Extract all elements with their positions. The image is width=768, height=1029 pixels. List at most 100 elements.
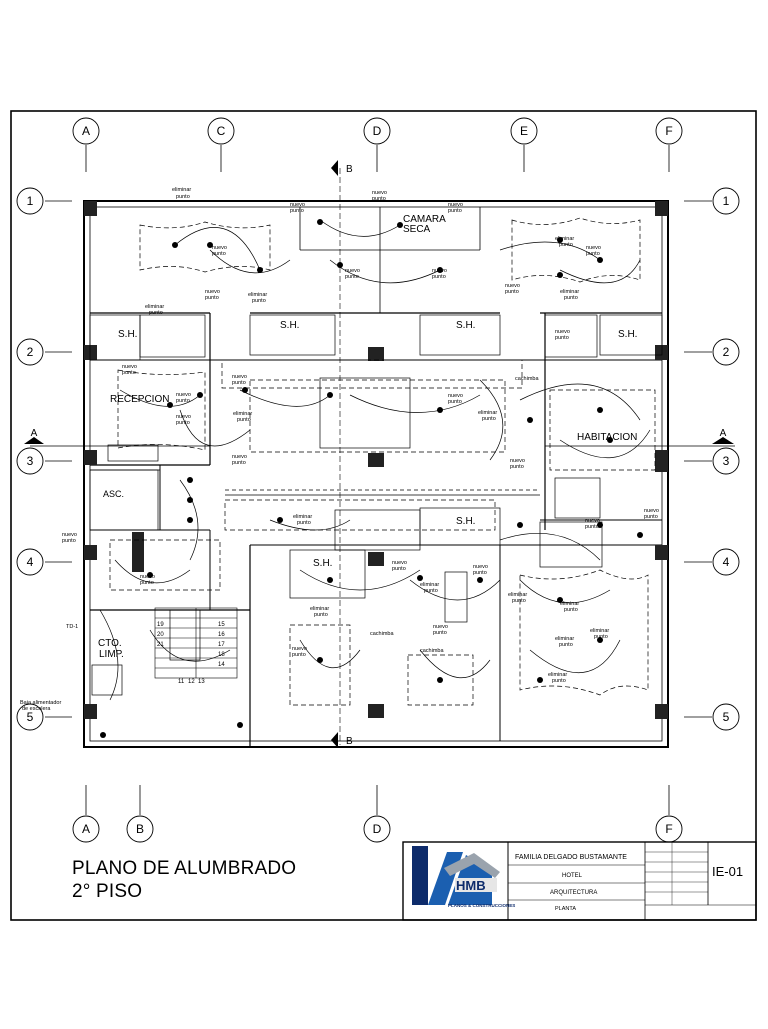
- svg-text:punto: punto: [585, 524, 599, 530]
- svg-text:eliminar: eliminar: [560, 601, 579, 607]
- stair-step-15: 15: [218, 622, 225, 628]
- grid-axes: [45, 145, 712, 815]
- stair-step-14: 14: [218, 662, 225, 668]
- annotation-cachimba-2: cachimba: [370, 631, 394, 637]
- svg-text:punto: punto: [473, 570, 487, 576]
- sheet-border: [10, 110, 757, 921]
- grid-label-left-1: 1: [27, 194, 34, 208]
- annotation-nuevo-punto: nuevo punto nuevo punto nuevo punto nuev…: [62, 190, 659, 658]
- grid-bubble-top-c: [207, 117, 235, 145]
- svg-text:punto: punto: [122, 370, 136, 376]
- section-cut-a: A A: [24, 428, 735, 447]
- annotation-baja-alimentador-line2: de escalera: [22, 706, 51, 712]
- stair-step-17: 17: [218, 642, 225, 648]
- annotation-td: TD-1: [66, 624, 78, 630]
- svg-text:nuevo: nuevo: [232, 374, 247, 380]
- grid-bubble-right-5: [712, 703, 740, 731]
- svg-text:eliminar: eliminar: [555, 636, 574, 642]
- svg-text:punto: punto: [552, 678, 566, 684]
- grid-label-top-d: D: [373, 124, 382, 138]
- svg-text:punto: punto: [232, 380, 246, 386]
- svg-text:nuevo: nuevo: [176, 392, 191, 398]
- stair-step-13: 13: [198, 679, 205, 685]
- svg-text:punto: punto: [297, 520, 311, 526]
- grid-label-right-1: 1: [723, 194, 730, 208]
- svg-text:punto: punto: [205, 295, 219, 301]
- grid-bubble-top-f: [655, 117, 683, 145]
- svg-text:eliminar: eliminar: [590, 628, 609, 634]
- svg-text:punto: punto: [176, 398, 190, 404]
- title-block-project: HOTEL: [562, 873, 583, 879]
- title-block-sheet-code: IE-01: [712, 864, 743, 879]
- svg-text:eliminar: eliminar: [248, 292, 267, 298]
- grid-label-top-e: E: [520, 124, 528, 138]
- room-label-asc: ASC.: [103, 489, 124, 499]
- grid-bubble-left-3: [16, 447, 44, 475]
- annotation-baja-alimentador-line1: Baja alimentador: [20, 700, 61, 706]
- svg-text:nuevo: nuevo: [644, 508, 659, 514]
- svg-text:punto: punto: [505, 289, 519, 295]
- svg-text:punto: punto: [564, 295, 578, 301]
- svg-text:punto: punto: [586, 251, 600, 257]
- room-label-sh-3: S.H.: [456, 320, 475, 331]
- svg-text:punto: punto: [345, 274, 359, 280]
- svg-text:punto: punto: [252, 298, 266, 304]
- grid-bubble-left-4: [16, 548, 44, 576]
- svg-text:nuevo: nuevo: [62, 532, 77, 538]
- svg-text:punto: punto: [448, 208, 462, 214]
- svg-text:punto: punto: [392, 566, 406, 572]
- svg-text:nuevo: nuevo: [510, 458, 525, 464]
- stair: [154, 607, 238, 679]
- svg-text:punto: punto: [559, 242, 573, 248]
- room-label-cto-limp-line1: CTO.: [98, 638, 122, 649]
- section-a-label-right: A: [720, 428, 727, 439]
- svg-text:nuevo: nuevo: [473, 564, 488, 570]
- svg-text:punto: punto: [140, 580, 154, 586]
- grid-bubble-right-3: [712, 447, 740, 475]
- section-b-label-bottom: B: [346, 736, 353, 747]
- svg-text:nuevo: nuevo: [555, 329, 570, 335]
- svg-text:nuevo: nuevo: [292, 646, 307, 652]
- svg-text:punto: punto: [176, 420, 190, 426]
- stair-step-12: 12: [188, 679, 195, 685]
- grid-bubble-left-5: [16, 703, 44, 731]
- svg-text:punto: punto: [232, 460, 246, 466]
- grid-label-right-2: 2: [723, 345, 730, 359]
- stair-step-21: 21: [157, 642, 164, 648]
- grid-label-top-a: A: [82, 124, 90, 138]
- grid-label-bottom-a: A: [82, 822, 90, 836]
- grid-label-bottom-d: D: [373, 822, 382, 836]
- svg-text:nuevo: nuevo: [586, 245, 601, 251]
- svg-text:nuevo: nuevo: [212, 245, 227, 251]
- section-b-label-top: B: [346, 164, 353, 175]
- room-label-sh-5: S.H.: [456, 516, 475, 527]
- svg-text:nuevo: nuevo: [448, 393, 463, 399]
- svg-text:punto: punto: [512, 598, 526, 604]
- room-label-cto-limp-line2: LIMP.: [99, 649, 124, 660]
- svg-text:eliminar: eliminar: [560, 289, 579, 295]
- room-label-camara-seca-line2: SECA: [403, 224, 431, 235]
- sheet-title-line2: 2° PISO: [72, 881, 143, 902]
- grid-bubble-top-a: [72, 117, 100, 145]
- grid-label-top-f: F: [665, 124, 672, 138]
- stair-step-16: 16: [218, 632, 225, 638]
- svg-text:nuevo: nuevo: [232, 454, 247, 460]
- lighting-zones: [109, 217, 656, 706]
- svg-text:eliminar: eliminar: [310, 606, 329, 612]
- svg-text:eliminar: eliminar: [172, 187, 191, 193]
- grid-label-right-5: 5: [723, 710, 730, 724]
- svg-text:punto: punto: [448, 399, 462, 405]
- section-cut-b: B B: [331, 160, 353, 748]
- fixtures: [89, 314, 663, 696]
- svg-text:nuevo: nuevo: [140, 574, 155, 580]
- svg-text:nuevo: nuevo: [432, 268, 447, 274]
- structural-columns: [84, 201, 668, 719]
- grid-label-left-3: 3: [27, 454, 34, 468]
- room-label-sh-2: S.H.: [280, 320, 299, 331]
- svg-text:eliminar: eliminar: [548, 672, 567, 678]
- grid-label-bottom-f: F: [665, 822, 672, 836]
- grid-label-right-4: 4: [723, 555, 730, 569]
- grid-bubble-top-e: [510, 117, 538, 145]
- stair-step-20: 20: [157, 632, 164, 638]
